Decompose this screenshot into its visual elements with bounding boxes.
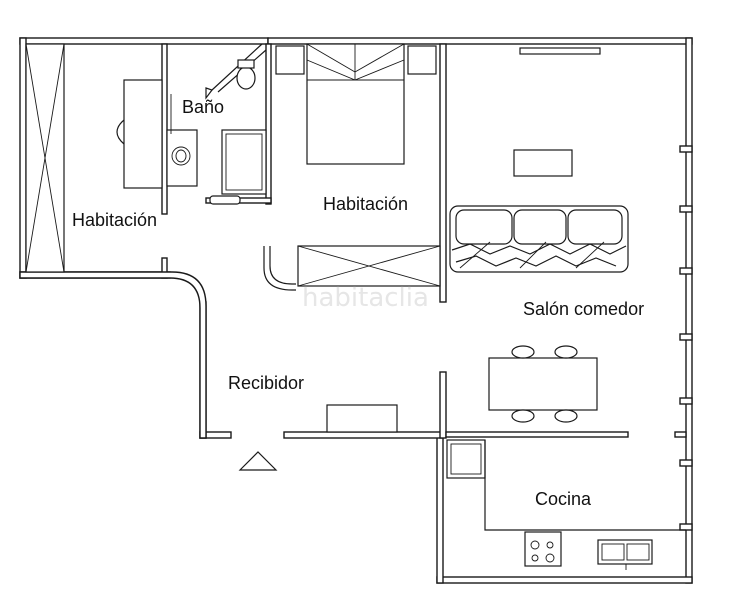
bed xyxy=(306,43,405,165)
tv-unit xyxy=(513,149,573,177)
dining-table xyxy=(488,345,598,423)
entrance-triangle xyxy=(238,451,278,471)
window-top xyxy=(519,47,601,55)
wardrobe-main xyxy=(297,245,441,287)
label-bedroom-left: Habitación xyxy=(72,210,157,230)
label-bathroom: Baño xyxy=(182,97,224,117)
left-bedroom-closet xyxy=(25,43,65,273)
label-hall: Recibidor xyxy=(228,373,304,393)
watermark-text: habitaclia xyxy=(302,283,429,313)
bathroom-fixtures xyxy=(166,59,267,205)
hall-console xyxy=(326,404,398,433)
label-living-dining: Salón comedor xyxy=(523,299,644,319)
label-kitchen: Cocina xyxy=(535,489,592,509)
curved-wall-wardrobe xyxy=(263,246,296,291)
sofa xyxy=(449,205,629,273)
left-bedroom-desk xyxy=(116,79,163,189)
label-bedroom-main: Habitación xyxy=(323,194,408,214)
nightstands xyxy=(275,45,437,75)
kitchen-fixtures xyxy=(446,439,686,570)
curved-wall xyxy=(19,271,207,439)
